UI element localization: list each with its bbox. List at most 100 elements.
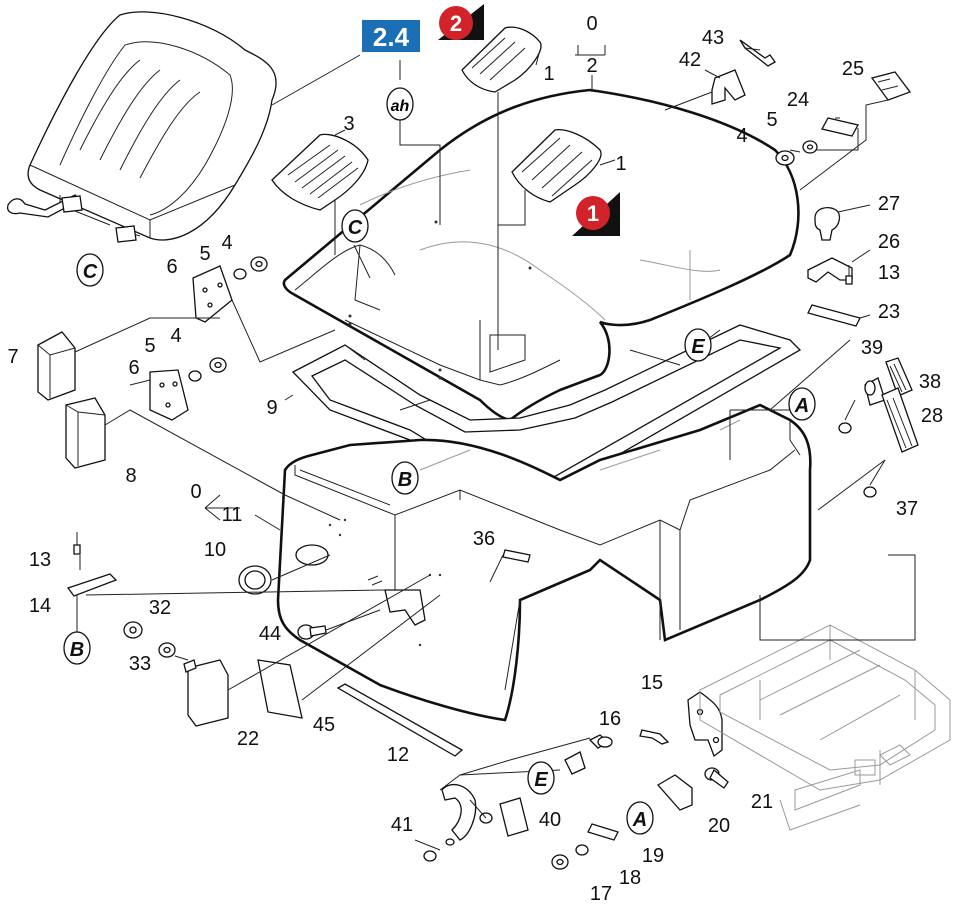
callout-32: 32	[149, 597, 171, 619]
callout-40: 40	[539, 809, 561, 831]
washer-39b	[838, 422, 852, 434]
washer-33	[158, 642, 176, 658]
seat	[6, 11, 277, 243]
callout-36: 36	[473, 528, 495, 550]
foot-pad-top	[461, 26, 542, 93]
plate-19	[587, 823, 619, 841]
washer-18	[575, 844, 589, 856]
callout-8: 8	[125, 465, 136, 487]
foot-pad-main	[511, 129, 602, 203]
marker-1: 1	[572, 192, 620, 236]
letter-e-gasket: E	[691, 336, 705, 358]
callout-5-top: 5	[766, 109, 777, 131]
letter-c-seat: C	[83, 261, 98, 283]
bolt-21	[704, 767, 729, 789]
letter-b-body: B	[398, 469, 412, 491]
callout-44: 44	[259, 623, 281, 645]
cover-8	[65, 397, 106, 469]
bracket-20	[656, 774, 693, 811]
knob-27	[814, 207, 841, 241]
callout-4-b: 4	[170, 325, 181, 347]
marker-2-text: 2	[450, 11, 462, 36]
upper-cover	[282, 88, 800, 422]
bracket-42	[711, 69, 746, 105]
callout-6-a: 6	[166, 256, 177, 278]
callout-15: 15	[641, 672, 663, 694]
callout-5-a: 5	[199, 243, 210, 265]
callout-26: 26	[878, 231, 900, 253]
letter-a-bracket: A	[632, 809, 647, 831]
pin-43	[739, 39, 776, 67]
callout-11: 11	[222, 504, 243, 526]
letter-e-lock: E	[534, 769, 548, 791]
plate-6a	[192, 265, 233, 323]
clip-16	[639, 729, 670, 745]
callout-7: 7	[7, 346, 18, 368]
callout-0-b: 0	[190, 481, 201, 503]
section-badge-text: 2.4	[373, 22, 410, 52]
bracket-15	[687, 691, 723, 758]
letter-b-plate: B	[70, 639, 84, 661]
leader-lines	[74, 45, 916, 851]
callout-17: 17	[590, 883, 612, 905]
callout-0: 0	[586, 13, 597, 35]
nut-17	[551, 854, 569, 870]
callout-12: 12	[387, 744, 409, 766]
grille-38	[885, 357, 913, 397]
letter-c-cover: C	[348, 217, 363, 239]
section-badge: 2.4	[362, 20, 420, 52]
bolt-44	[297, 624, 327, 640]
latch-26	[807, 257, 853, 283]
callout-38: 38	[919, 371, 941, 393]
cover-22	[183, 659, 229, 727]
plate-24	[821, 117, 859, 137]
grille-28	[881, 387, 919, 453]
chassis-frame	[699, 624, 951, 831]
callout-3: 3	[343, 113, 354, 135]
washer-5b	[233, 268, 247, 280]
callout-42: 42	[679, 49, 701, 71]
callout-10: 10	[204, 539, 226, 561]
callout-28: 28	[921, 405, 943, 427]
plate-14	[66, 573, 118, 597]
callout-4-a: 4	[221, 232, 232, 254]
callout-41: 41	[391, 814, 413, 836]
callout-45: 45	[313, 714, 335, 736]
marker-2: 2	[438, 4, 484, 40]
callout-27: 27	[878, 193, 900, 215]
pin-36	[502, 549, 531, 563]
callout-19: 19	[642, 845, 664, 867]
letter-ah: ah	[391, 98, 410, 115]
callout-1-main: 1	[615, 153, 626, 175]
callout-18: 18	[619, 867, 641, 889]
callout-25: 25	[842, 58, 864, 80]
washer-5c	[188, 370, 202, 382]
washer-37	[863, 486, 877, 498]
lock-keys	[564, 734, 613, 775]
clip-25	[870, 71, 912, 101]
nut-4c	[209, 357, 227, 373]
letter-a-body: A	[794, 395, 809, 417]
bracket-39	[864, 377, 886, 406]
plate-6b	[149, 369, 189, 421]
callout-39: 39	[861, 337, 883, 359]
callout-13-b: 13	[29, 549, 51, 571]
part-callouts: 0 2 43 42 25 24 5 4 1 1 3 27 26 13 23 6 …	[7, 13, 943, 905]
callout-13-top: 13	[878, 262, 900, 284]
washer-40	[479, 797, 529, 837]
callout-6-b: 6	[128, 357, 139, 379]
callout-2: 2	[586, 55, 597, 77]
foot-pad-3	[271, 133, 369, 211]
callout-9: 9	[266, 397, 277, 419]
plate-23	[807, 304, 861, 327]
callout-22: 22	[237, 728, 259, 750]
screw-13a	[845, 265, 853, 285]
cover-7	[37, 331, 76, 401]
callout-16: 16	[599, 708, 621, 730]
callout-23: 23	[878, 301, 900, 323]
callout-1-top: 1	[543, 63, 554, 85]
nut-4a	[775, 150, 795, 166]
callout-14: 14	[29, 595, 51, 617]
callout-37: 37	[896, 498, 918, 520]
